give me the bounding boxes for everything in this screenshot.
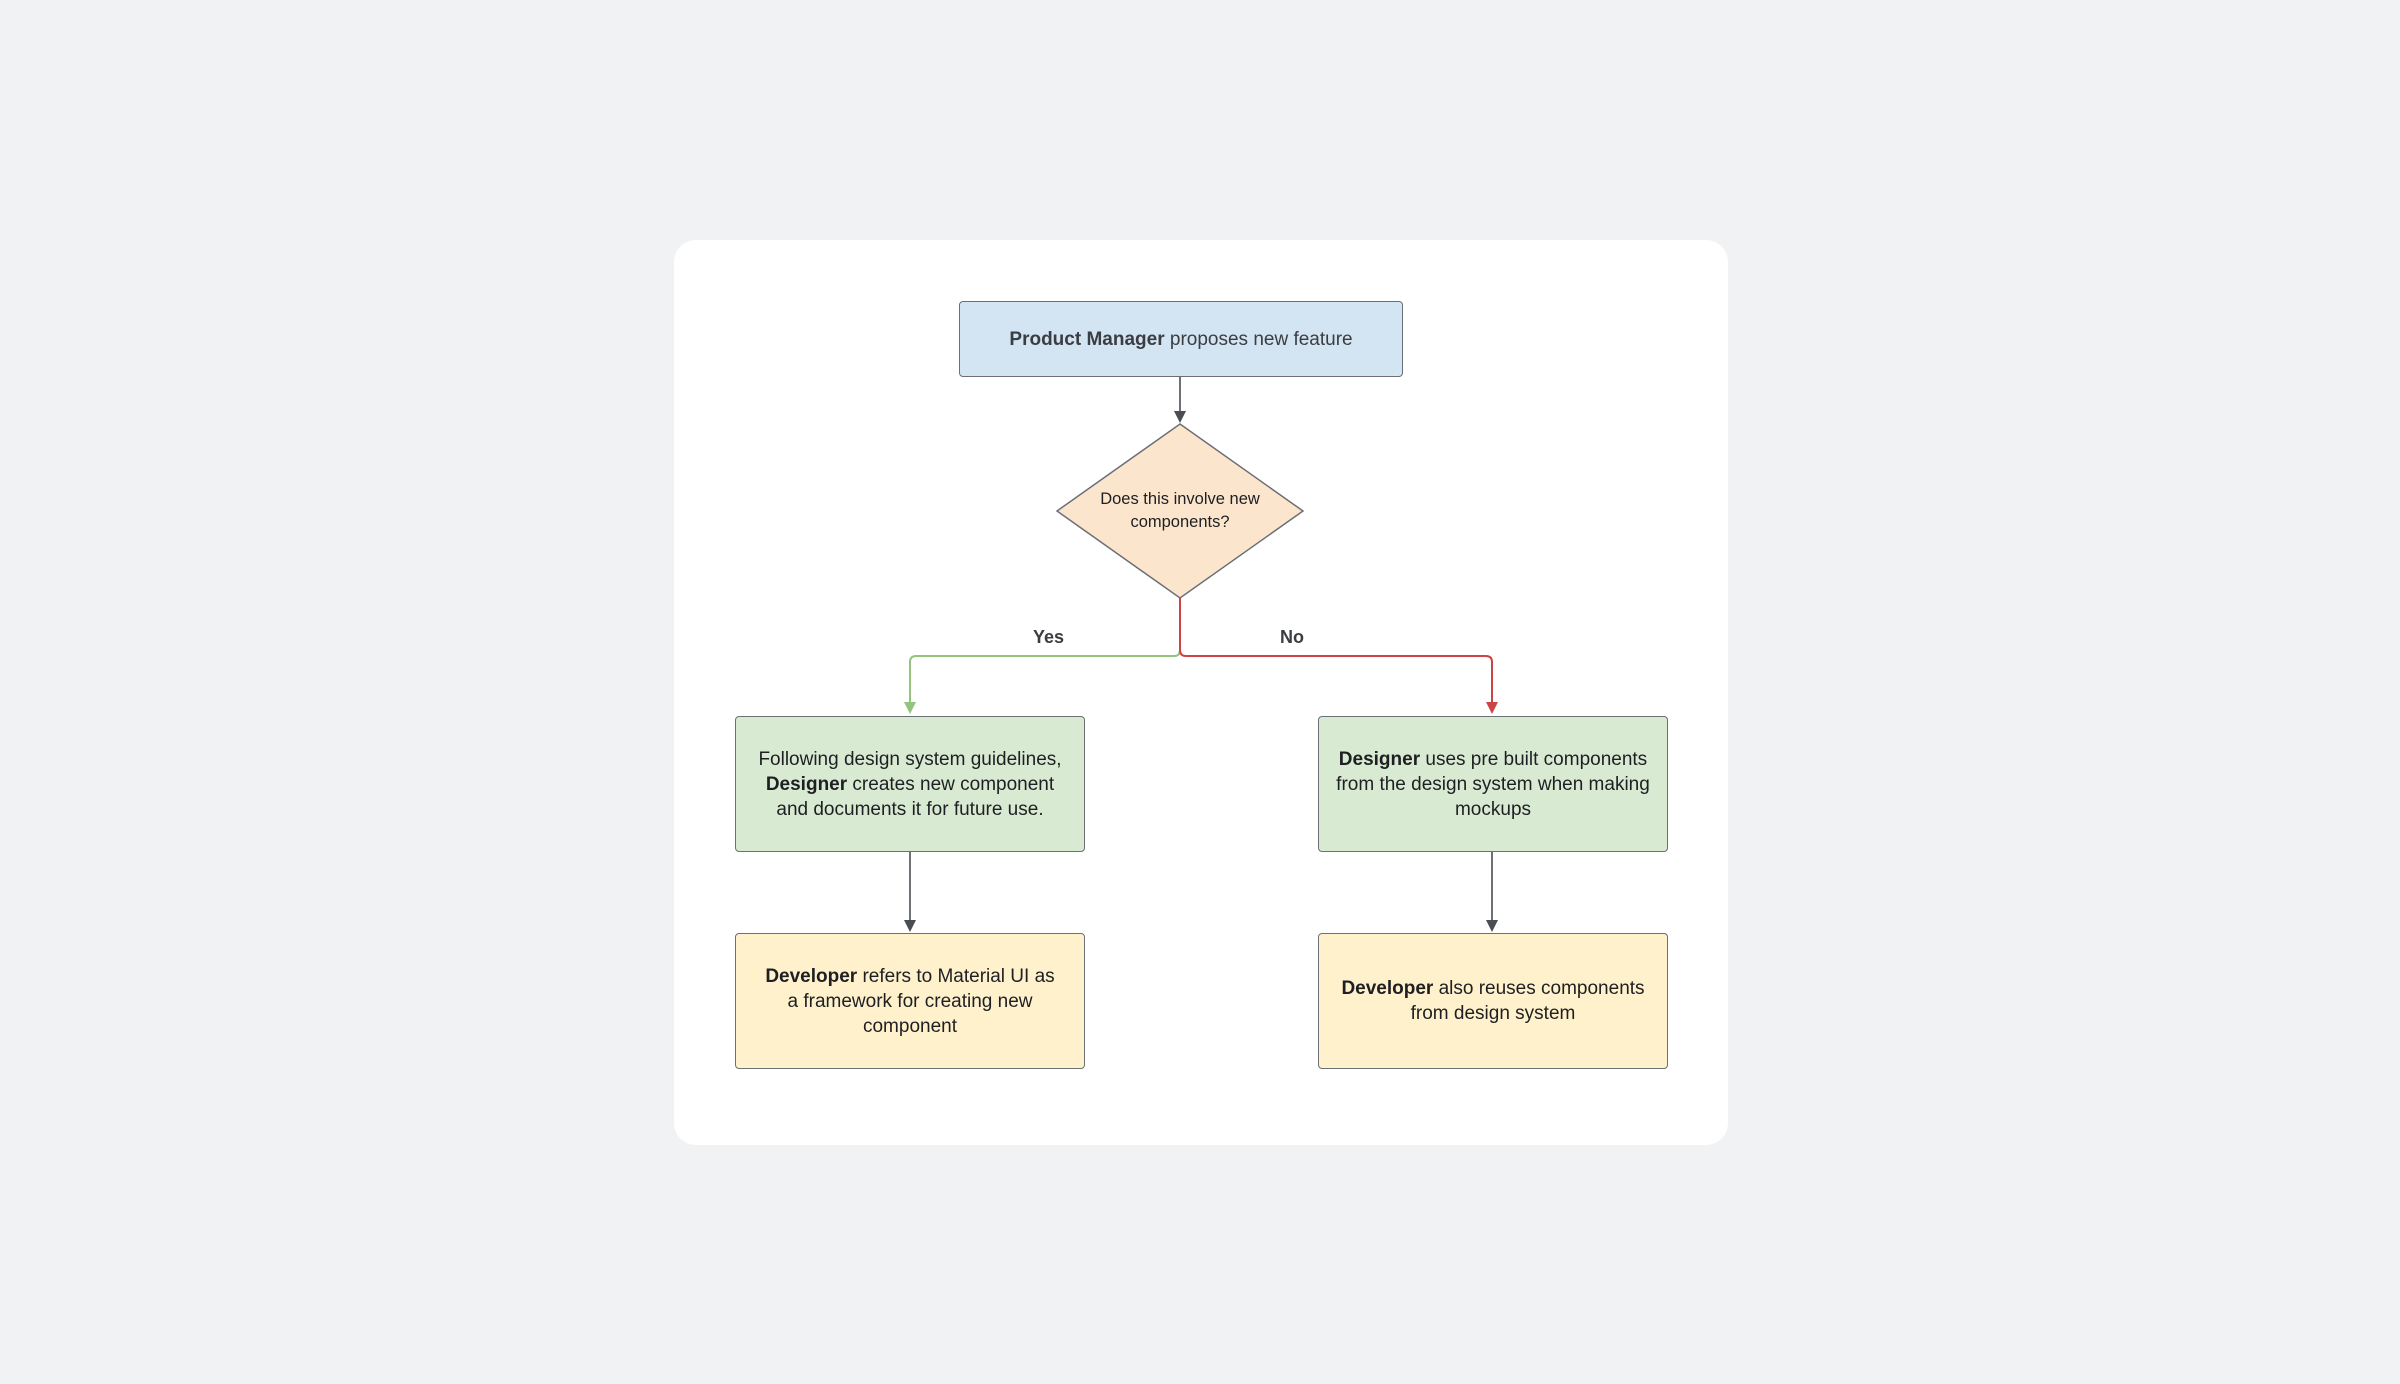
start-node-product-manager: Product Manager proposes new feature [959,301,1403,377]
no-developer-node: Developer also reuses components from de… [1318,933,1668,1069]
role-designer: Designer [1338,748,1421,770]
decision-question: Does this involve new components? [1100,490,1260,531]
no-developer-text: Developer also reuses components from de… [1341,976,1645,1026]
no-designer-text: Designer uses pre built components from … [1333,747,1653,822]
yes-designer-description: creates new component and documents it f… [776,773,1055,820]
start-node-description: proposes new feature [1164,328,1353,350]
yes-developer-description: refers to Material UI as a framework for… [787,965,1055,1037]
yes-developer-node: Developer refers to Material UI as a fra… [735,933,1085,1069]
decision-node-text: Does this involve new components? [1085,480,1275,542]
no-developer-description: also reuses components from design syste… [1410,978,1645,1024]
role-developer: Developer [765,965,858,987]
no-designer-description: uses pre built components from the desig… [1336,748,1650,820]
role-developer: Developer [1341,978,1434,999]
role-designer: Designer [765,773,848,795]
yes-designer-text: Following design system guidelines, Desi… [750,747,1070,822]
edge-label-no: No [1280,627,1304,647]
yes-designer-intro: Following design system guidelines, [758,748,1062,770]
connector-no-branch [1179,598,1498,714]
no-designer-node: Designer uses pre built components from … [1318,716,1668,852]
role-product-manager: Product Manager [1009,328,1165,350]
connector-yes-branch [904,598,1181,714]
yes-designer-node: Following design system guidelines, Desi… [735,716,1085,852]
start-node-text: Product Manager proposes new feature [1009,327,1352,352]
edge-label-yes: Yes [1033,627,1065,647]
yes-developer-text: Developer refers to Material UI as a fra… [758,964,1062,1039]
